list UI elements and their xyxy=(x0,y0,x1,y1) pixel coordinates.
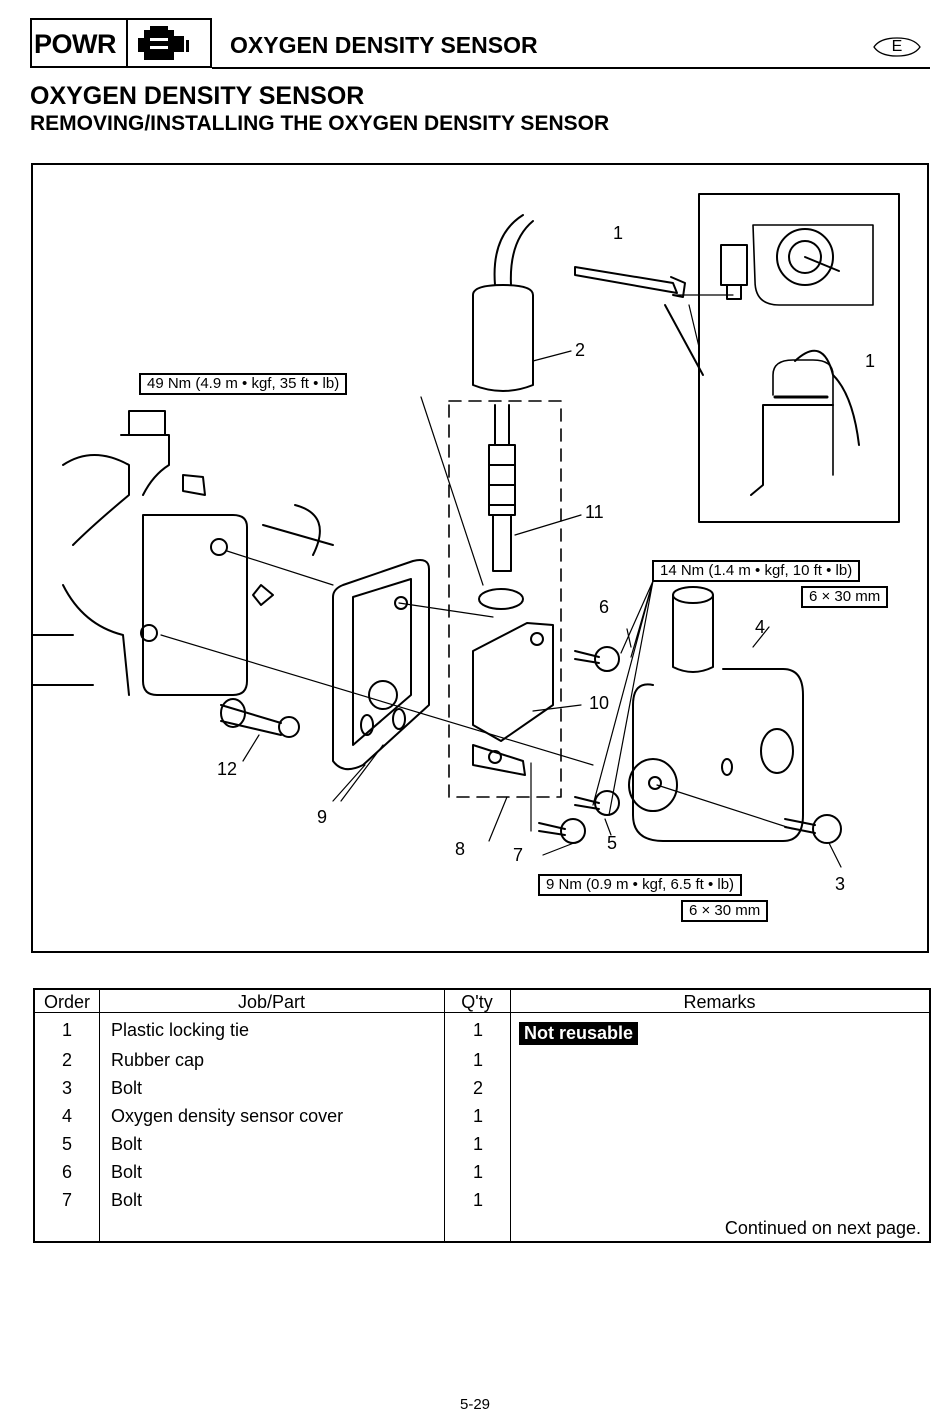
callout-5: 5 xyxy=(607,833,618,853)
row-qty: 1 xyxy=(472,1134,483,1154)
table-row: 2 Rubber cap 1 xyxy=(35,1050,929,1078)
header-title: OXYGEN DENSITY SENSOR xyxy=(230,32,538,58)
table-header-qty: Q'ty xyxy=(461,992,493,1012)
table-header-order: Order xyxy=(43,992,90,1012)
table-header-job: Job/Part xyxy=(237,992,306,1012)
callout-12: 12 xyxy=(217,759,238,779)
subsection-title: REMOVING/INSTALLING THE OXYGEN DENSITY S… xyxy=(30,112,610,135)
diagram-drawing xyxy=(33,193,900,868)
callout-7: 7 xyxy=(513,845,524,865)
col-divider xyxy=(99,990,100,1241)
gasket xyxy=(332,559,430,771)
callout-3: 3 xyxy=(835,874,846,894)
row-qty: 2 xyxy=(472,1078,483,1098)
page-number: 5-29 xyxy=(459,1396,491,1413)
sensor-cable-cap xyxy=(472,214,572,392)
col-divider xyxy=(510,990,511,1241)
row-order: 5 xyxy=(61,1134,72,1154)
row-qty: 1 xyxy=(472,1162,483,1182)
table-row: 5 Bolt 1 xyxy=(35,1134,929,1162)
plastic-tie xyxy=(574,266,734,376)
row-qty: 1 xyxy=(472,1106,483,1126)
sensor-nut xyxy=(478,588,524,610)
row-order: 3 xyxy=(61,1078,72,1098)
not-reusable-badge: Not reusable xyxy=(519,1022,639,1045)
row-job: Bolt xyxy=(111,1162,143,1182)
language-badge-label: E xyxy=(891,38,903,55)
inset-detail xyxy=(698,193,900,523)
row-order: 7 xyxy=(61,1190,72,1210)
row-job: Oxygen density sensor cover xyxy=(111,1106,344,1126)
table-row: 3 Bolt 2 xyxy=(35,1078,929,1106)
torque-spec-lower-bolts: 9 Nm (0.9 m • kgf, 6.5 ft • lb) xyxy=(538,874,743,896)
language-badge: E xyxy=(868,36,926,58)
row-job: Bolt xyxy=(111,1134,143,1154)
exploded-view-diagram: 49 Nm (4.9 m • kgf, 35 ft • lb) 14 Nm (1… xyxy=(31,163,929,953)
section-tab-label: POWR xyxy=(34,29,117,59)
row-job: Rubber cap xyxy=(111,1050,205,1070)
table-header-remarks: Remarks xyxy=(683,992,756,1012)
row-job: Bolt xyxy=(111,1078,143,1098)
table-row: 1 Plastic locking tie 1 Not reusable xyxy=(35,1020,929,1048)
callout-6: 6 xyxy=(599,597,610,617)
sensor-assembly-outline xyxy=(448,400,562,798)
tab-divider xyxy=(126,20,128,68)
sensor-bracket xyxy=(472,622,582,776)
bolt-size-upper: 6 × 30 mm xyxy=(801,586,889,608)
row-job: Bolt xyxy=(111,1190,143,1210)
section-title: OXYGEN DENSITY SENSOR xyxy=(30,82,365,110)
sensor-cover xyxy=(628,586,804,842)
table-row: 6 Bolt 1 xyxy=(35,1162,929,1190)
section-tab: POWR xyxy=(30,18,212,68)
row-qty: 1 xyxy=(472,1020,483,1040)
row-qty: 1 xyxy=(472,1190,483,1210)
row-order: 1 xyxy=(61,1020,72,1040)
table-row: 4 Oxygen density sensor cover 1 xyxy=(35,1106,929,1134)
row-order: 4 xyxy=(61,1106,72,1126)
callout-9: 9 xyxy=(317,807,328,827)
bolts xyxy=(220,646,842,844)
callout-4: 4 xyxy=(755,617,766,637)
callout-10: 10 xyxy=(589,693,610,713)
torque-spec-sensor: 49 Nm (4.9 m • kgf, 35 ft • lb) xyxy=(139,373,348,395)
table-row: 7 Bolt 1 xyxy=(35,1190,929,1218)
header-rule xyxy=(212,67,930,69)
callout-1-inset: 1 xyxy=(865,351,876,371)
language-badge-outline xyxy=(873,37,921,57)
bolt-size-lower: 6 × 30 mm xyxy=(681,900,769,922)
callout-1: 1 xyxy=(613,223,624,243)
leader-lines xyxy=(160,396,842,868)
row-order: 2 xyxy=(61,1050,72,1070)
engine-block-icon xyxy=(138,26,189,60)
oxygen-sensor xyxy=(488,404,582,572)
torque-spec-upper-bolts: 14 Nm (1.4 m • kgf, 10 ft • lb) xyxy=(652,560,861,582)
continued-note: Continued on next page. xyxy=(724,1218,921,1238)
header-divider xyxy=(35,1012,929,1013)
row-qty: 1 xyxy=(472,1050,483,1070)
row-order: 6 xyxy=(61,1162,72,1182)
callout-8: 8 xyxy=(455,839,466,859)
engine-block xyxy=(33,410,334,696)
callout-2: 2 xyxy=(575,340,586,360)
callout-11: 11 xyxy=(585,502,604,522)
row-job: Plastic locking tie xyxy=(111,1020,250,1040)
parts-table: Order Job/Part Q'ty Remarks 1 Plastic lo… xyxy=(33,988,931,1243)
col-divider xyxy=(444,990,445,1241)
